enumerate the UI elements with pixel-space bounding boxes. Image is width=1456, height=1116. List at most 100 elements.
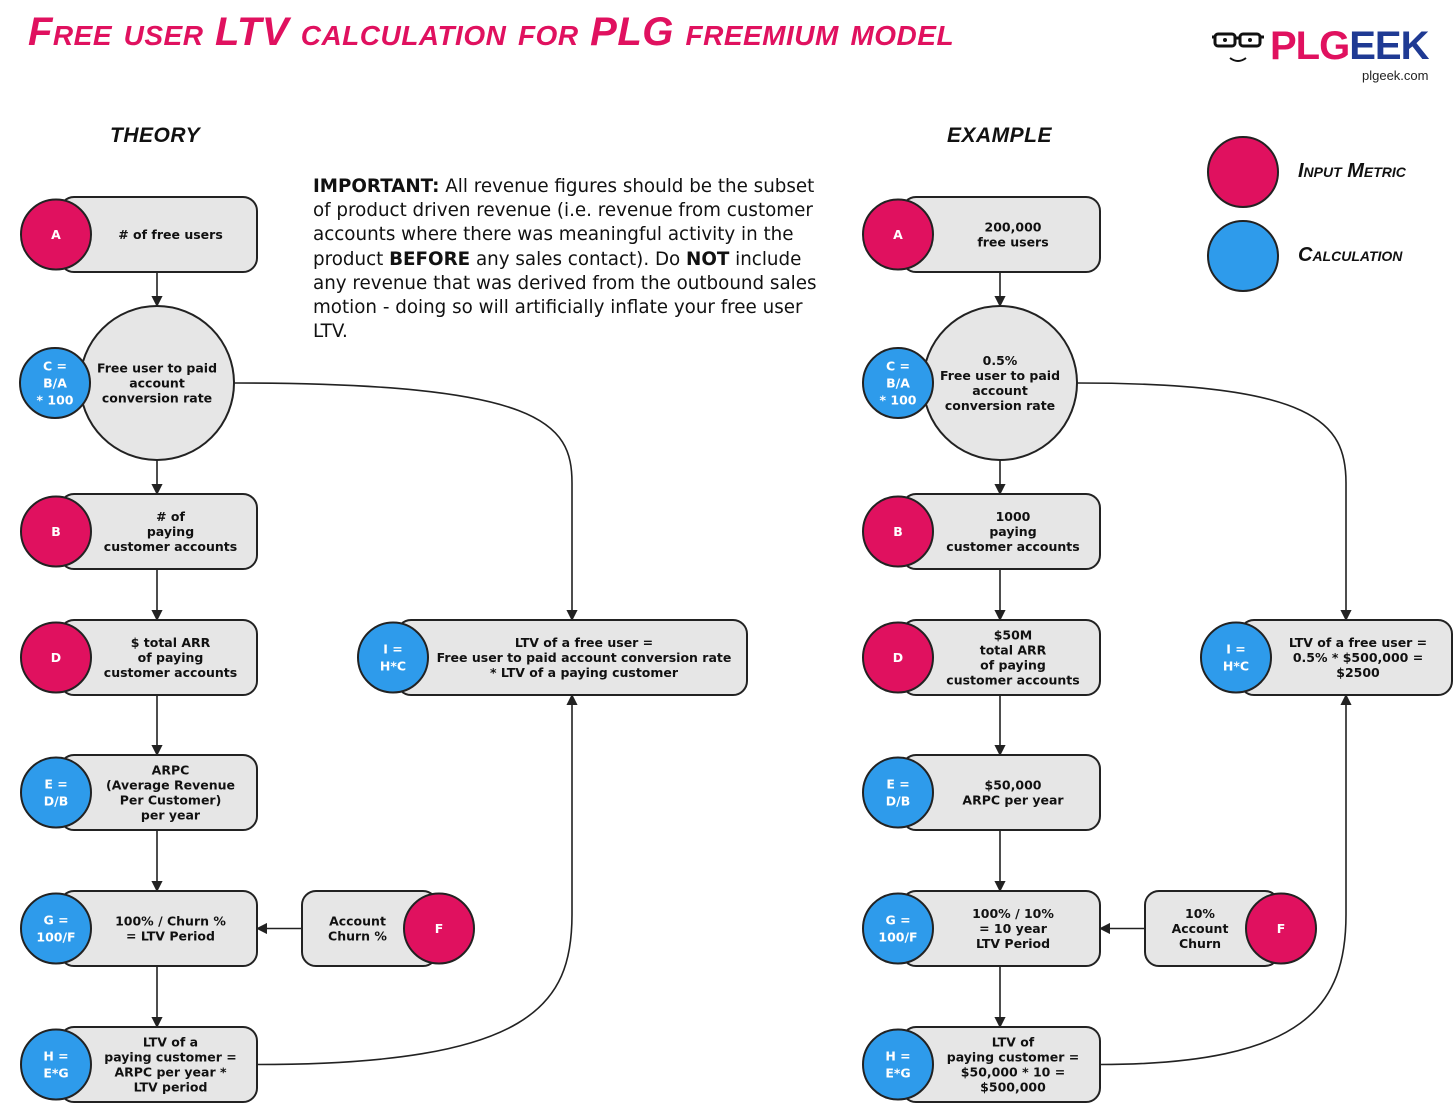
example-badge-text-line: H =	[885, 1049, 910, 1064]
example-badge-h	[862, 1028, 934, 1101]
example-node-text-line: $50,000	[985, 778, 1042, 793]
example-node-text-line: customer accounts	[946, 673, 1079, 688]
legend-input-swatch	[1207, 136, 1279, 208]
plgeek-logo: PLGEEK plgeek.com	[1212, 24, 1442, 88]
example-badge-e	[862, 756, 934, 829]
example-node-text-line: 0.5%	[983, 353, 1018, 368]
theory-node-text-line: account	[129, 376, 185, 391]
theory-node-text-line: Per Customer)	[120, 793, 222, 808]
theory-node-text-line: Free user to paid account conversion rat…	[437, 650, 732, 665]
note-part1: All revenue figures should be the subset…	[313, 176, 815, 270]
example-node-text-line: ARPC per year	[962, 793, 1064, 808]
example-node-i: LTV of a free user =0.5% * $500,000 =$25…	[1200, 619, 1453, 696]
theory-node-text-line: $ total ARR	[131, 635, 211, 650]
theory-badge-text-line: B	[51, 524, 61, 539]
theory-node-text-line: conversion rate	[102, 391, 212, 406]
example-badge-text-line: D	[893, 650, 903, 665]
example-badge-text-line: E*G	[885, 1066, 910, 1081]
example-node-text-line: LTV Period	[976, 936, 1050, 951]
theory-badge-text-line: E =	[44, 777, 67, 792]
theory-badge-text-line: H =	[43, 1049, 68, 1064]
theory-badge-a	[20, 198, 92, 271]
example-node-text-line: paying	[989, 524, 1036, 539]
example-node-text-line: $50M	[994, 628, 1033, 643]
logo-brand-geek: EEK	[1349, 24, 1429, 68]
theory-badge-text-line: I =	[383, 642, 402, 657]
example-node-text-line: $50,000 * 10 =	[961, 1065, 1065, 1080]
example-badge-b	[862, 495, 934, 568]
example-badge-text-line: * 100	[880, 393, 917, 408]
note-before: BEFORE	[389, 248, 471, 270]
note-part3: include any revenue that was derived fro…	[313, 248, 817, 343]
example-node-text-line: = 10 year	[979, 921, 1048, 936]
theory-badge-text-line: F	[435, 921, 444, 936]
example-node-text-line: paying customer =	[947, 1050, 1079, 1065]
example-badge-g	[862, 892, 934, 965]
legend-calculation-label: Calculation	[1298, 244, 1403, 266]
example-node-text-line: customer accounts	[946, 539, 1079, 554]
example-node-text-line: total ARR	[980, 643, 1047, 658]
note-not: NOT	[686, 248, 730, 270]
theory-badge-text-line: H*C	[380, 659, 406, 674]
theory-badge-text-line: D	[51, 650, 61, 665]
theory-node-text-line: * LTV of a paying customer	[490, 665, 679, 680]
example-node-text-line: 200,000	[985, 220, 1042, 235]
theory-badge-e	[20, 756, 92, 829]
legend-swatches	[1207, 136, 1279, 292]
example-node-text-line: 100% / 10%	[972, 906, 1054, 921]
logo-brand-pl: PLG	[1270, 24, 1350, 68]
example-arrow-c-i	[1076, 382, 1352, 622]
page-title: Free user LTV calculation for PLG freemi…	[28, 10, 955, 54]
example-node-text-line: 1000	[996, 509, 1031, 524]
theory-badge-b	[20, 495, 92, 568]
theory-node-text-line: 100% / Churn %	[115, 914, 226, 929]
example-node-text-line: LTV of	[992, 1035, 1035, 1050]
theory-node-text-line: of paying	[138, 650, 204, 665]
theory-badge-c	[19, 347, 91, 419]
theory-node-text-line: per year	[141, 808, 201, 823]
logo-url: plgeek.com	[1362, 68, 1429, 83]
theory-badge-text-line: D/B	[44, 794, 68, 809]
example-arrow-h-i	[1099, 693, 1352, 1066]
theory-node-text-line: Free user to paid	[97, 361, 217, 376]
example-badge-text-line: 100/F	[878, 930, 917, 945]
theory-badge-i	[357, 621, 429, 694]
theory-badge-text-line: G =	[43, 913, 68, 928]
theory-badge-text-line: 100/F	[36, 930, 75, 945]
note-lead: IMPORTANT:	[313, 176, 440, 197]
example-node-text-line: account	[972, 383, 1028, 398]
example-badge-text-line: B	[893, 524, 903, 539]
example-badge-c	[862, 347, 934, 419]
theory-node-text-line: LTV of a free user =	[515, 635, 653, 650]
example-node-text-line: LTV of a free user =	[1289, 635, 1427, 650]
example-badge-a	[862, 198, 934, 271]
legend-calculation-swatch	[1207, 220, 1279, 292]
theory-node-text-line: customer accounts	[104, 539, 237, 554]
example-badge-text-line: A	[893, 227, 903, 242]
theory-badge-g	[20, 892, 92, 965]
example-node-text-line: Churn	[1179, 936, 1221, 951]
example-badge-text-line: D/B	[886, 794, 910, 809]
example-badge-text-line: G =	[885, 913, 910, 928]
example-node-text-line: of paying	[980, 658, 1046, 673]
example-node-text-line: 0.5% * $500,000 =	[1293, 650, 1423, 665]
theory-node-text-line: # of	[156, 509, 185, 524]
example-badge-text-line: C =	[886, 359, 910, 374]
example-badge-text-line: E =	[886, 777, 909, 792]
theory-heading: THEORY	[110, 124, 201, 147]
example-node-text-line: $500,000	[980, 1080, 1046, 1095]
example-heading: EXAMPLE	[947, 124, 1053, 147]
example-badge-f	[1245, 892, 1317, 965]
theory-badge-text-line: E*G	[43, 1066, 68, 1081]
